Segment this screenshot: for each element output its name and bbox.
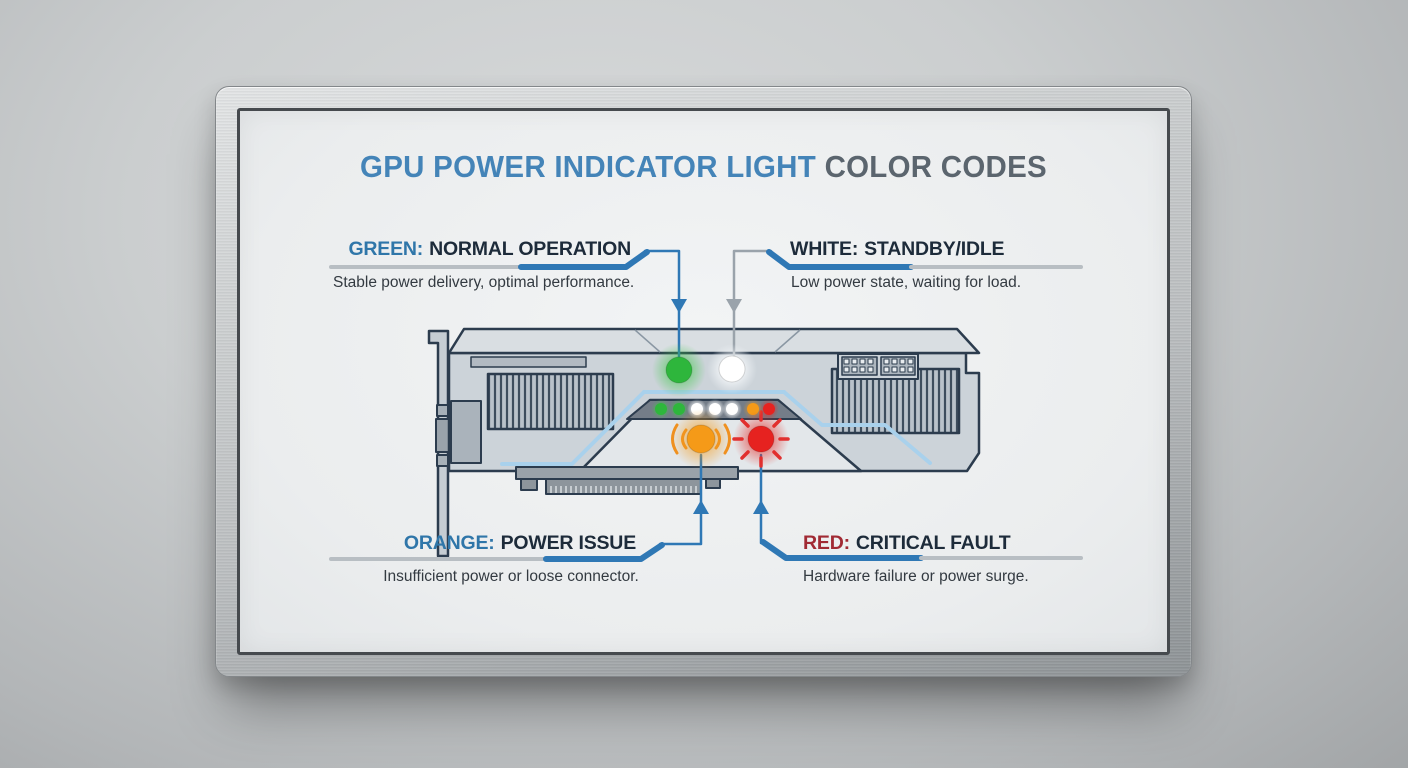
- callout-white-title: STANDBY/IDLE: [864, 238, 1005, 260]
- strip-led-green: [673, 403, 685, 415]
- callout-green-label: GREEN:NORMAL OPERATION: [296, 237, 631, 261]
- strip-led-white: [726, 403, 738, 415]
- callout-orange-term: ORANGE:: [403, 532, 495, 554]
- callout-red-label: RED:CRITICAL FAULT: [803, 531, 1011, 555]
- orange-connector-line: [658, 453, 703, 546]
- red-arrow-up: [753, 500, 769, 514]
- callout-connectors: [329, 249, 1083, 562]
- gpu-power-connectors: [837, 353, 919, 380]
- indicator-led-red: [747, 425, 775, 453]
- status-led-strip: [651, 399, 779, 419]
- green-arrow-down: [671, 299, 687, 313]
- callout-green-term: GREEN:: [348, 238, 424, 260]
- gpu-bracket-nub-bottom: [436, 454, 449, 467]
- callout-orange-title: POWER ISSUE: [500, 532, 637, 554]
- gpu-pcie-edge: [515, 466, 739, 495]
- indicator-led-white: [718, 355, 746, 383]
- callout-red-description: Hardware failure or power surge.: [803, 568, 1029, 585]
- callout-white-description: Low power state, waiting for load.: [791, 274, 1022, 291]
- white-connector-line: [732, 249, 773, 365]
- title-rest: COLOR CODES: [824, 149, 1047, 184]
- green-underline-blue: [518, 249, 650, 270]
- callout-white-label: WHITE:STANDBY/IDLE: [790, 237, 1005, 261]
- red-underline-blue: [760, 539, 924, 561]
- indicator-led-green: [665, 356, 693, 384]
- orange-arrow-up: [693, 500, 709, 514]
- callout-white-term: WHITE:: [790, 238, 859, 260]
- callout-orange-description: Insufficient power or loose connector.: [383, 568, 639, 585]
- title-highlight: GPU POWER INDICATOR LIGHT: [360, 149, 817, 184]
- callout-red-term: RED:: [803, 532, 850, 554]
- gpu-fins-left: [486, 372, 615, 431]
- callout-green-description: Stable power delivery, optimal performan…: [333, 274, 635, 291]
- gpu-diagram: [329, 249, 1083, 562]
- gpu-bracket-nub-top: [436, 404, 449, 417]
- gpu-left-block: [450, 400, 482, 464]
- green-connector-line: [643, 249, 681, 365]
- indicator-leds: [652, 343, 789, 469]
- white-underline-blue: [766, 249, 914, 270]
- indicator-led-orange: [686, 424, 716, 454]
- orange-underline-blue: [543, 542, 665, 562]
- callout-orange-label: ORANGE:POWER ISSUE: [296, 531, 636, 555]
- callout-red-title: CRITICAL FAULT: [855, 532, 1011, 554]
- callout-green-title: NORMAL OPERATION: [429, 238, 631, 260]
- white-arrow-down: [726, 299, 742, 313]
- strip-led-green: [655, 403, 667, 415]
- gpu-shroud: [447, 327, 981, 355]
